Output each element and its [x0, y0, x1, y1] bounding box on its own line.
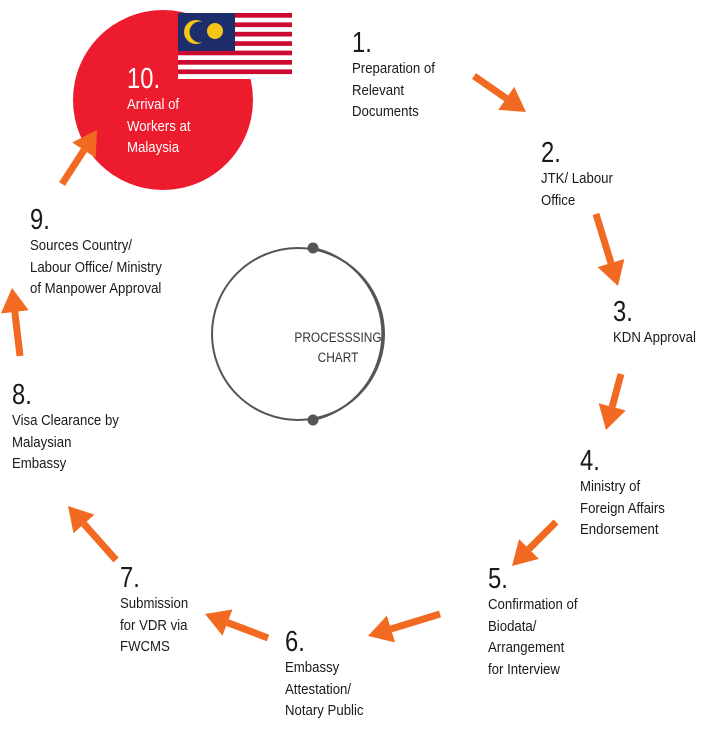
ring-dot-top — [307, 242, 319, 254]
step-5: 5. Confirmation of Biodata/ Arrangement … — [488, 564, 590, 680]
step-label: Visa Clearance by Malaysian Embassy — [12, 412, 119, 472]
step-number: 2. — [541, 137, 561, 169]
step-label: Arrival of Workers at Malaysia — [127, 96, 191, 156]
center-title: PROCESSSING CHART — [268, 328, 409, 368]
arrow-3-to-4 — [598, 373, 626, 430]
arrow-5-to-6 — [368, 610, 442, 643]
step-1: 1. Preparation of Relevant Documents — [352, 28, 446, 123]
arrow-2-to-3 — [592, 212, 625, 286]
step-label: Submission for VDR via FWCMS — [120, 595, 189, 655]
step-9: 9. Sources Country/ Labour Office/ Minis… — [30, 205, 180, 300]
step-8: 8. Visa Clearance by Malaysian Embassy — [12, 380, 133, 475]
step-10: 10. Arrival of Workers at Malaysia — [127, 64, 199, 159]
center-title-line1: PROCESSSING — [294, 330, 382, 345]
step-label: Preparation of Relevant Documents — [352, 60, 435, 120]
step-label: Embassy Attestation/ Notary Public — [285, 659, 364, 719]
center-ring — [211, 247, 385, 421]
step-number: 3. — [613, 296, 633, 328]
step-number: 1. — [352, 27, 372, 59]
step-label: Ministry of Foreign Affairs Endorsement — [580, 478, 665, 538]
step-number: 9. — [30, 204, 50, 236]
step-7: 7. Submission for VDR via FWCMS — [120, 563, 198, 658]
step-label: JTK/ Labour Office — [541, 170, 613, 209]
arrow-4-to-5 — [512, 519, 559, 566]
step-number: 4. — [580, 445, 600, 477]
step-number: 5. — [488, 563, 508, 595]
arrow-9-to-10 — [59, 130, 97, 186]
malaysia-flag-icon — [178, 13, 292, 79]
arrow-1-to-2 — [472, 73, 526, 112]
step-2: 2. JTK/ Labour Office — [541, 138, 623, 211]
step-6: 6. Embassy Attestation/ Notary Public — [285, 627, 374, 722]
arrow-6-to-7 — [205, 609, 270, 642]
arrow-7-to-8 — [68, 506, 119, 563]
step-number: 10. — [127, 63, 161, 95]
arrow-8-to-9 — [0, 288, 29, 357]
step-3: 3. KDN Approval — [613, 297, 707, 349]
step-number: 6. — [285, 626, 305, 658]
ring-dot-bottom — [307, 414, 319, 426]
step-number: 7. — [120, 562, 140, 594]
center-title-line2: CHART — [317, 350, 359, 365]
step-number: 8. — [12, 379, 32, 411]
step-label: KDN Approval — [613, 329, 696, 346]
step-label: Sources Country/ Labour Office/ Ministry… — [30, 237, 162, 297]
step-label: Confirmation of Biodata/ Arrangement for… — [488, 596, 578, 678]
step-4: 4. Ministry of Foreign Affairs Endorseme… — [580, 446, 676, 541]
